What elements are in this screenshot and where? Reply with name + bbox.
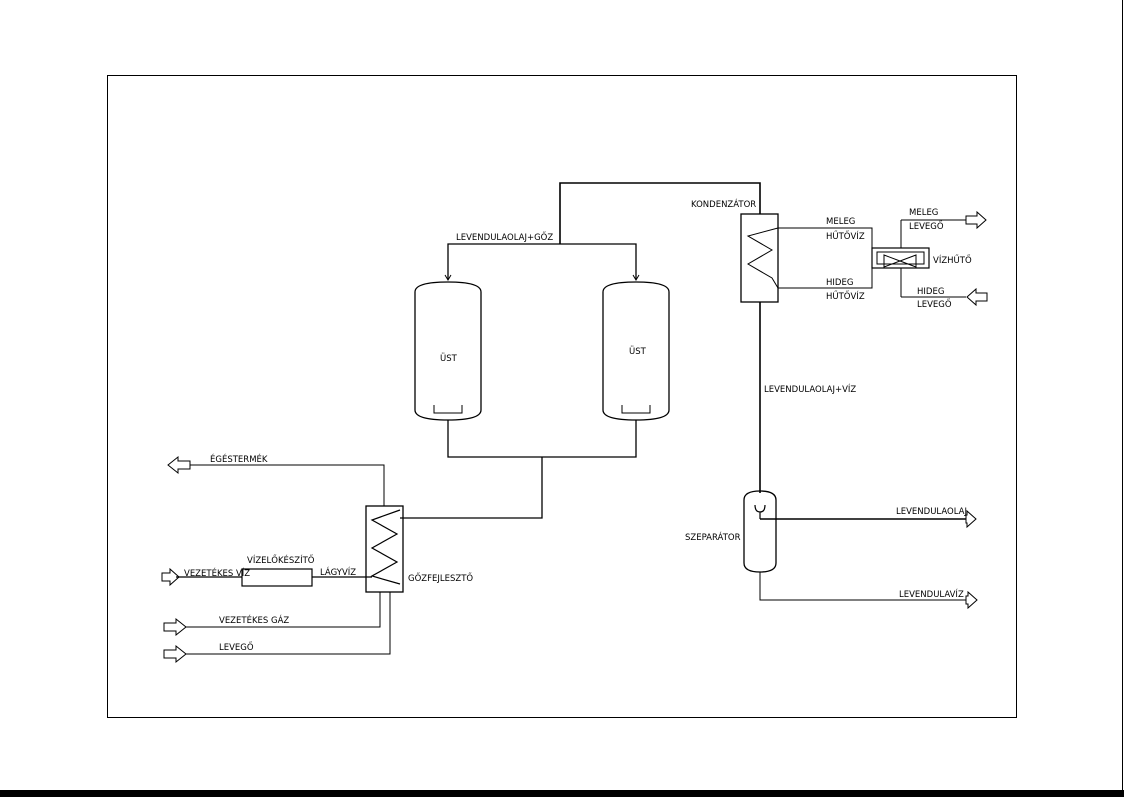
water-cooler xyxy=(871,247,930,269)
kettle-right-heater xyxy=(621,405,651,414)
cold-cooling-water-line xyxy=(778,268,873,289)
air-line xyxy=(186,592,391,655)
label-szeparator: SZEPARÁTOR xyxy=(685,531,741,543)
label-lagyviz: LÁGYVÍZ xyxy=(320,566,356,578)
separator-inlet-icon xyxy=(754,504,766,519)
vapour-distribution-line xyxy=(447,243,637,279)
label-meleg-levego-2: LEVEGŐ xyxy=(909,221,944,232)
flue-gas-line xyxy=(190,464,385,506)
arrow-head-left-kettle xyxy=(444,274,452,281)
kettle-left-heater xyxy=(433,405,463,414)
label-levendulaolaj-goz: LEVENDULAOLAJ+GŐZ xyxy=(456,232,553,243)
label-meleg-hutoviz-2: HŰTŐVÍZ xyxy=(826,230,865,242)
bottom-page-edge xyxy=(0,790,1124,797)
warm-air-arrow-icon xyxy=(965,210,987,230)
label-levendulaolaj-viz: LEVENDULAOLAJ+VÍZ xyxy=(764,383,856,395)
label-vizelokeszito: VÍZELŐKÉSZÍTŐ xyxy=(247,554,315,566)
label-vezetekes-viz: VEZETÉKES VÍZ xyxy=(184,567,250,579)
vapour-line xyxy=(559,182,761,244)
water-pretreatment-unit xyxy=(241,568,313,587)
steam-line xyxy=(447,420,637,458)
hot-cooling-water-line xyxy=(778,227,873,248)
label-levendulaolaj: LEVENDULAOLAJ xyxy=(896,507,967,517)
water-cooler-inner xyxy=(876,251,925,265)
fan-icon xyxy=(883,254,917,268)
lavender-water-arrow-icon xyxy=(965,590,978,610)
label-vezetekes-gaz: VEZETÉKES GÁZ xyxy=(219,614,289,626)
label-kondenzator: KONDENZÁTOR xyxy=(691,198,756,210)
label-levego: LEVEGŐ xyxy=(219,642,254,653)
cold-air-arrow-icon xyxy=(966,287,988,307)
kettle-left xyxy=(414,281,482,421)
tap-water-arrow-icon xyxy=(161,567,180,587)
steam-generator-coil xyxy=(370,509,401,585)
label-ust-left: ÜST xyxy=(440,353,458,364)
lavender-oil-arrow-icon xyxy=(965,509,977,529)
flue-gas-arrow-icon xyxy=(167,455,191,475)
air-arrow-icon xyxy=(163,644,187,664)
label-hideg-hutoviz-1: HIDEG xyxy=(826,278,853,288)
separator xyxy=(743,490,777,573)
tap-gas-arrow-icon xyxy=(163,617,187,637)
steam-supply-line xyxy=(400,457,543,519)
label-gozfejleszto: GŐZFEJLESZTŐ xyxy=(408,573,473,584)
label-egestermek: ÉGÉSTERMÉK xyxy=(210,453,268,465)
label-meleg-levego-1: MELEG xyxy=(909,208,938,218)
label-meleg-hutoviz-1: MELEG xyxy=(826,217,855,227)
lavender-water-line xyxy=(759,572,966,601)
tap-gas-line xyxy=(186,592,381,628)
kettle-right xyxy=(602,281,670,421)
label-levendulaviz: LEVENDULAVÍZ xyxy=(899,588,964,600)
condenser xyxy=(740,213,779,303)
label-ust-right: ÜST xyxy=(629,346,647,357)
label-hideg-hutoviz-2: HŰTŐVÍZ xyxy=(826,290,865,302)
drawing-frame xyxy=(107,75,1017,718)
label-hideg-levego-1: HIDEG xyxy=(917,287,944,297)
arrow-head-right-kettle xyxy=(632,274,640,281)
condenser-coil xyxy=(746,227,779,289)
label-vizhuto: VÍZHŰTŐ xyxy=(933,254,972,266)
label-hideg-levego-2: LEVEGŐ xyxy=(917,299,952,310)
